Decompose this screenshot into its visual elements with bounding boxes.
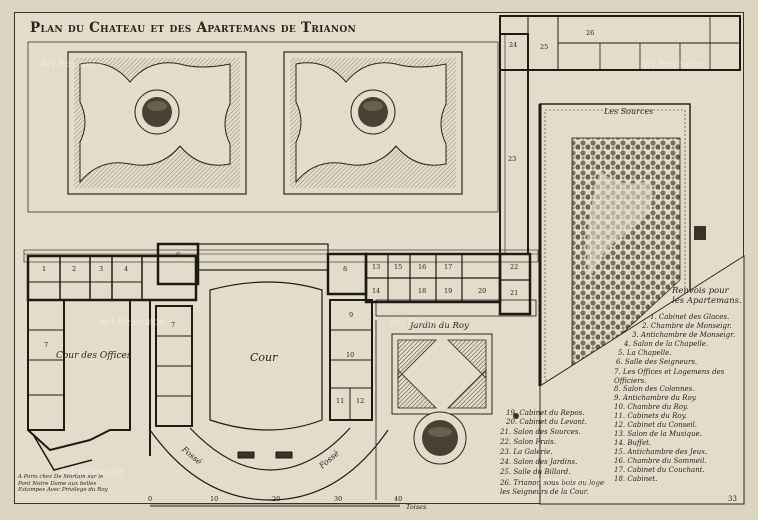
room-number: 14 [372,287,381,295]
legend-title: Renvois pour les Apartemans. [672,286,742,306]
scale-tick: 0 [148,495,153,503]
map-title: Plan du Chateau et des Apartemans de Tri… [30,20,357,36]
room-number: 20 [478,287,487,295]
label-cour: Cour [250,351,278,364]
legend-entry: 10. Chambre du Roy. [614,403,689,411]
scale-bar [150,503,400,507]
legend-entry: 23. La Galerie. [500,448,553,456]
legend-entry: 8. Salon des Colonnes. [614,385,695,393]
room-number: 21 [510,289,519,297]
room-number: 12 [356,397,365,405]
legend-entry: 5. La Chapelle. [618,349,672,357]
legend-entry: 16. Chambre du Sommeil. [614,457,707,465]
parterre-left [67,51,247,195]
upper-parterre [27,41,499,213]
room-number: 15 [394,263,403,271]
legend-panel [539,255,745,505]
scale-tick: 10 [210,495,219,503]
watermark: Art Resource [100,317,164,328]
legend-entry: 2. Chambre de Monseigr. [642,322,732,330]
legend-entry: 4. Salon de la Chapelle. [624,340,709,348]
room-number: 13 [372,263,381,271]
room-number: 7 [44,341,49,349]
room-number: 19 [444,287,453,295]
legend-entry: 9. Antichambre du Roy. [614,394,697,402]
publisher-imprint: A Paris chez De Mortain sur le Pont Notr… [18,474,108,493]
watermark: Art Resource [40,59,104,70]
room-number: 4 [124,265,129,273]
room-number: 23 [508,155,517,163]
jardin-du-roy [391,333,519,465]
watermark: Art Resource [536,477,600,488]
room-number: 25 [540,43,549,51]
label-cour-des-offices: Cour des Offices [56,351,132,361]
room-number: 10 [346,351,355,359]
scale-tick: 30 [334,495,343,503]
legend-entry: 18. Cabinet. [614,475,658,483]
room-number: 24 [509,41,518,49]
legend-entry: 22. Salon Frais. [500,438,556,446]
label-les-sources: Les Sources [604,107,654,116]
parterre-right [283,51,463,195]
legend-entry: 19. Cabinet du Repos. [506,409,585,417]
legend-entry: 25. Salle du Billard. [500,468,571,476]
legend-entry: 15. Antichambre des Jeux. [614,448,708,456]
legend-entry: 12. Cabinet du Conseil. [614,421,698,429]
legend-entry: 21. Salon des Sources. [500,428,581,436]
room-number: 1 [42,265,47,273]
room-number: 11 [336,397,345,405]
room-number: 17 [444,263,453,271]
label-jardin-du-roy: Jardin du Roy [410,321,469,331]
legend-entry: 7. Les Offices et Logemens des Officiers… [614,368,725,385]
room-number: 8 [343,265,348,273]
scale-unit: Toises [406,503,427,511]
scale-tick: 40 [394,495,403,503]
room-number: 2 [72,265,77,273]
watermark: Art Resource [390,317,454,328]
room-number: 3 [99,265,104,273]
room-number: 26 [586,29,595,37]
room-number: 6 [176,251,181,259]
watermark: Art Resource [640,59,704,70]
scale-tick: 20 [272,495,281,503]
legend-entry: 26. Trianon sous bois ou loge les Seigne… [500,479,605,496]
room-number: 9 [349,311,354,319]
les-sources-grove [538,103,706,387]
room-number: 16 [418,263,427,271]
room-number: 18 [418,287,427,295]
legend-entry: 24. Salon des Jardins. [500,458,578,466]
legend-entry: 11. Cabinets du Roy. [614,412,687,420]
legend-entry: 1. Cabinet des Glaces. [650,313,730,321]
room-number: 7 [171,321,176,329]
legend-entry: 17. Cabinet du Couchant. [614,466,705,474]
legend-entry: 3. Antichambre de Monseigr. [632,331,735,339]
chateau-plan [23,242,540,501]
page-number: 33 [728,495,737,503]
legend-entry: 13. Salon de la Musique. [614,430,702,438]
legend-entry: 6. Salle des Seigneurs. [616,358,698,366]
watermark: Art Resource [60,467,124,478]
legend-entry: 14. Buffet. [614,439,652,447]
room-number: 22 [510,263,519,271]
legend-entry: 20. Cabinet du Levant. [506,418,587,426]
